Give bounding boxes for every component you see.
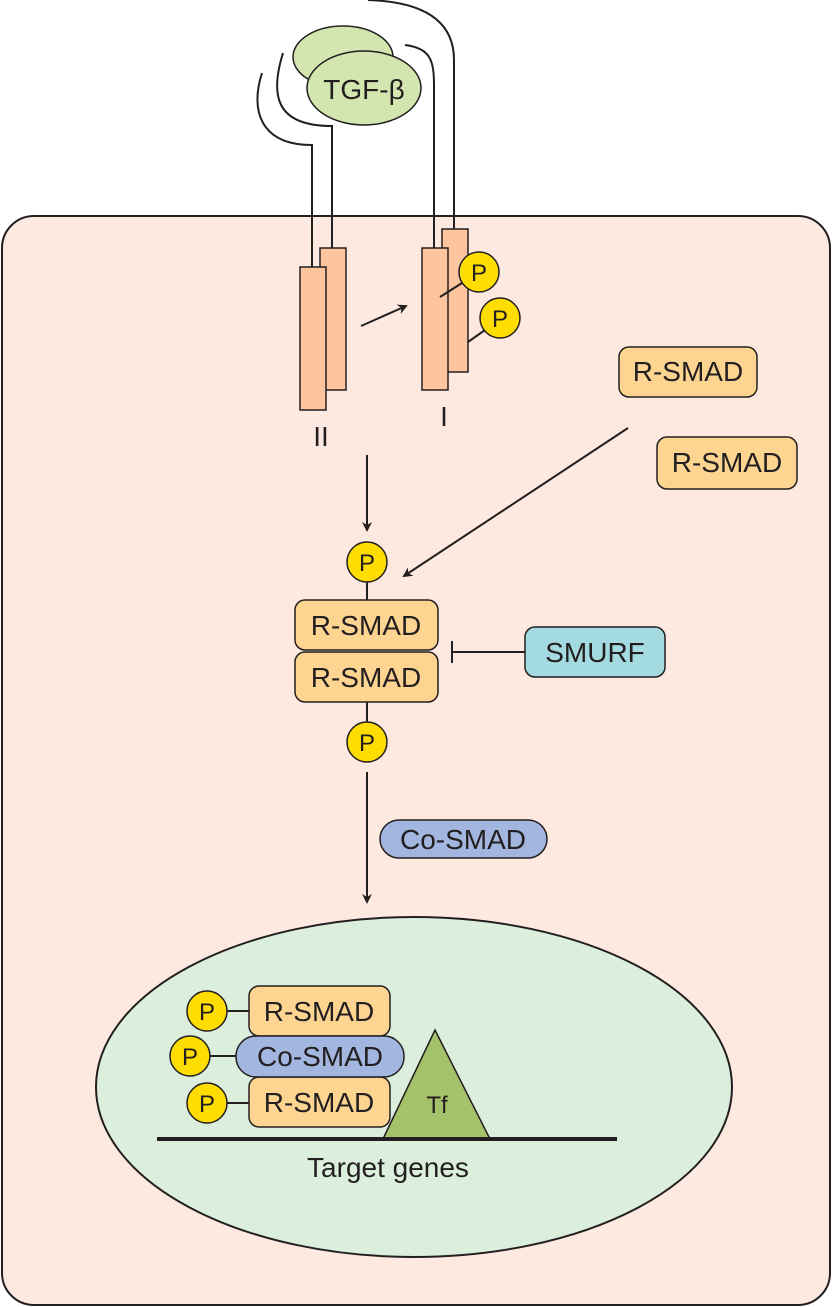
phosphate: P bbox=[169, 1035, 211, 1077]
activation-arrow bbox=[360, 304, 408, 327]
phosphate: P bbox=[186, 990, 228, 1032]
r-smad-box bbox=[618, 346, 758, 398]
tf-label: Tf bbox=[426, 1092, 448, 1119]
phospho-link bbox=[439, 282, 463, 298]
phosphate: P bbox=[458, 251, 500, 293]
co-smad-pill bbox=[379, 819, 548, 859]
receptor-ii-front bbox=[299, 266, 327, 411]
r-smad-label: R-SMAD bbox=[311, 662, 421, 693]
r-smad-box bbox=[294, 599, 439, 651]
phosphate: P bbox=[346, 721, 388, 763]
ligand-tgf-beta bbox=[306, 50, 422, 126]
r-smad-label: R-SMAD bbox=[311, 610, 421, 641]
receptor-i-label: I bbox=[440, 401, 448, 432]
co-smad-label: Co-SMAD bbox=[257, 1041, 383, 1072]
r-smad-box bbox=[656, 436, 798, 490]
phosphate: P bbox=[186, 1082, 228, 1124]
smurf-label: SMURF bbox=[545, 637, 645, 668]
phosphate: P bbox=[479, 297, 521, 339]
svg-text:P: P bbox=[199, 1091, 215, 1118]
svg-text:P: P bbox=[182, 1044, 198, 1071]
svg-text:P: P bbox=[492, 306, 508, 333]
r-smad-label: R-SMAD bbox=[264, 1087, 374, 1118]
co-smad-label: Co-SMAD bbox=[400, 824, 526, 855]
recruitment-arrow bbox=[402, 427, 629, 578]
ligand-label: TGF-β bbox=[323, 74, 404, 105]
r-smad-label: R-SMAD bbox=[633, 356, 743, 387]
svg-text:P: P bbox=[359, 550, 375, 577]
svg-text:P: P bbox=[199, 999, 215, 1026]
receptor-i-chain-b bbox=[367, 0, 455, 229]
receptor-ii-chain-b bbox=[276, 52, 333, 248]
svg-text:P: P bbox=[471, 260, 487, 287]
co-smad-pill bbox=[235, 1035, 405, 1078]
phospho-link bbox=[467, 329, 486, 343]
r-smad-label: R-SMAD bbox=[264, 996, 374, 1027]
receptor-i-front bbox=[421, 247, 449, 391]
receptor-ii-chain-a bbox=[256, 72, 313, 267]
target-genes-label: Target genes bbox=[307, 1152, 469, 1183]
r-smad-label: R-SMAD bbox=[672, 447, 782, 478]
phosphate: P bbox=[346, 541, 388, 583]
receptor-i-chain-a bbox=[404, 44, 435, 248]
receptor-ii-label: II bbox=[313, 421, 329, 452]
svg-text:P: P bbox=[359, 730, 375, 757]
